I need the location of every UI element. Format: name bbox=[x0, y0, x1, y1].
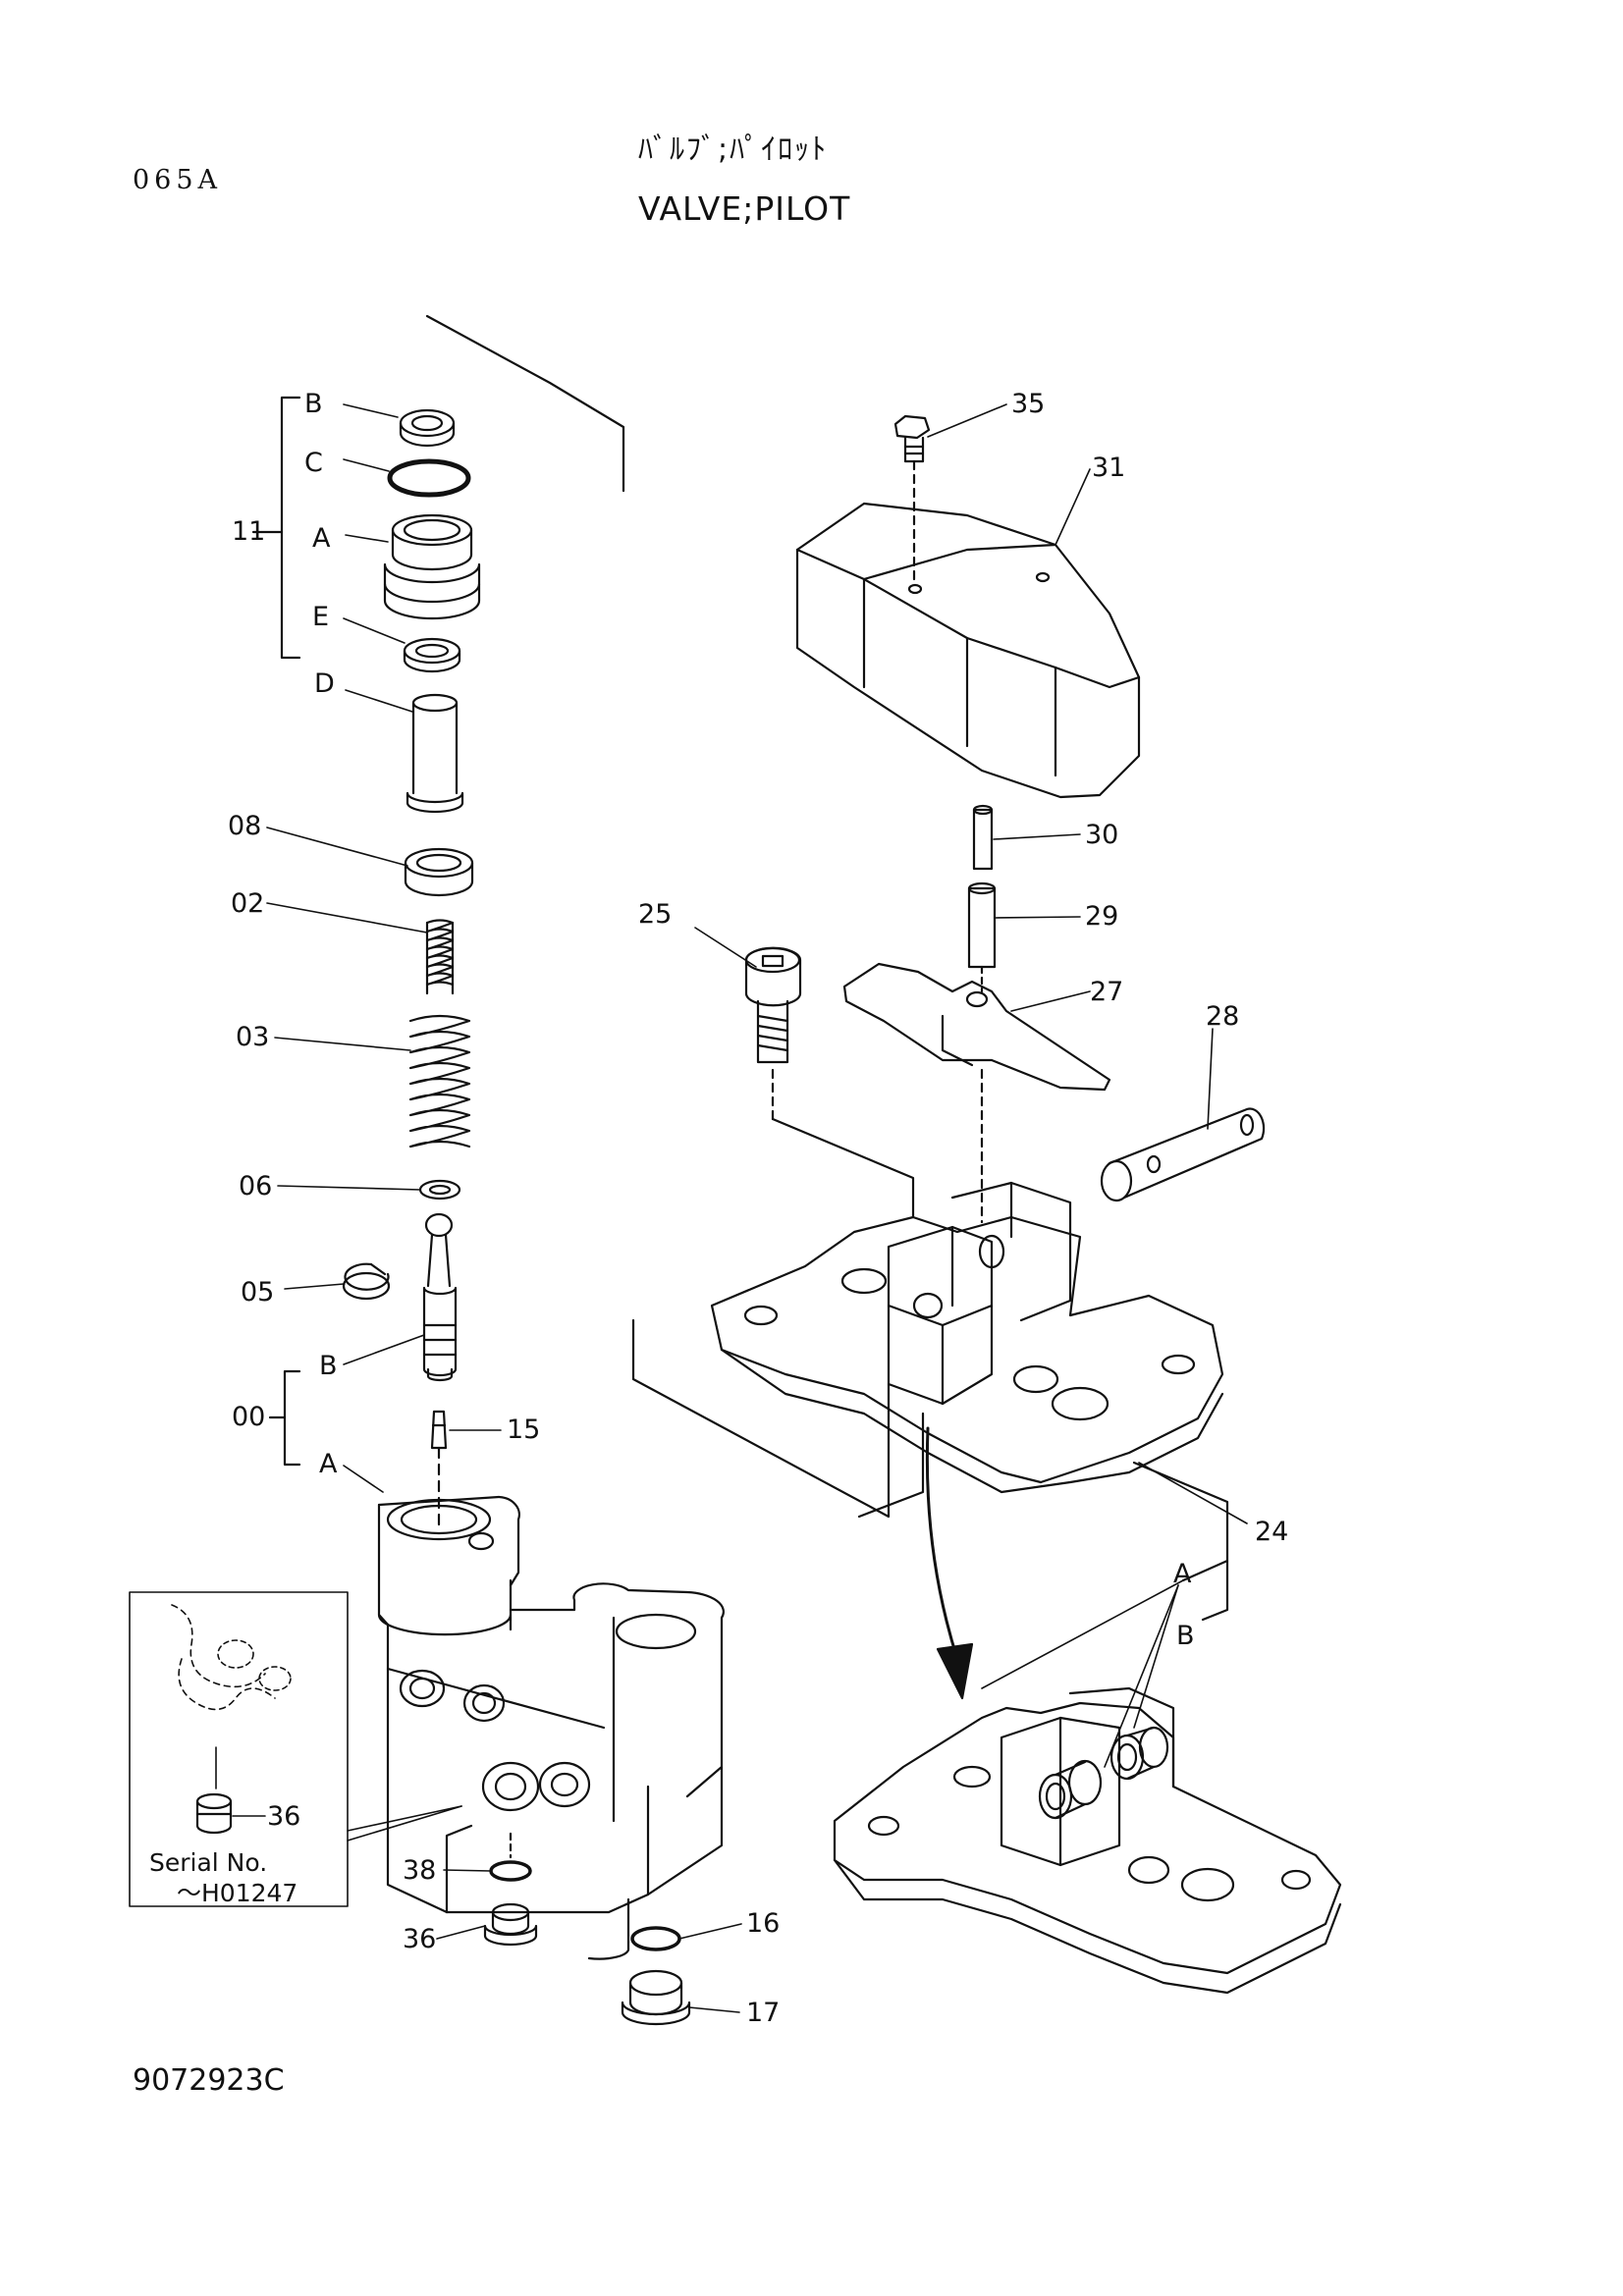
part-15-pin bbox=[430, 1410, 448, 1533]
callout-30: 30 bbox=[1085, 820, 1119, 850]
callout-25: 25 bbox=[638, 899, 673, 930]
right-assembly bbox=[631, 414, 1342, 1995]
part-06-washer bbox=[418, 1179, 461, 1201]
callout-b-ring: B bbox=[304, 389, 323, 419]
callout-24: 24 bbox=[1255, 1517, 1289, 1547]
part-00-b-spool bbox=[422, 1212, 458, 1382]
part-16-oring bbox=[630, 1926, 681, 1951]
part-11-a-sleeve bbox=[383, 513, 481, 620]
part-25-screw bbox=[744, 946, 802, 1121]
serial-label: Serial No. bbox=[149, 1848, 268, 1877]
callout-02: 02 bbox=[231, 888, 265, 919]
callout-31: 31 bbox=[1092, 453, 1126, 483]
callout-05: 05 bbox=[241, 1277, 275, 1308]
serial-inset-box bbox=[129, 1591, 349, 1907]
part-36-plug bbox=[483, 1902, 538, 1947]
callout-06: 06 bbox=[239, 1171, 273, 1201]
part-11-e-ring bbox=[403, 637, 461, 673]
callout-11-group: 11 bbox=[232, 516, 266, 547]
part-08-seat bbox=[404, 847, 474, 897]
callout-28: 28 bbox=[1206, 1001, 1240, 1032]
callout-leaders bbox=[232, 403, 1248, 2013]
callout-36: 36 bbox=[403, 1924, 437, 1954]
callout-e-ring: E bbox=[312, 602, 330, 632]
callout-b-spool: B bbox=[319, 1351, 338, 1381]
callout-b-fittings: B bbox=[1176, 1621, 1195, 1651]
callout-29: 29 bbox=[1085, 901, 1119, 932]
part-24-b-fittings bbox=[1038, 1726, 1169, 1820]
direction-arrow bbox=[925, 1426, 974, 1700]
part-28-shaft bbox=[1100, 1107, 1266, 1202]
callout-27: 27 bbox=[1090, 977, 1124, 1007]
part-36-plug-inset bbox=[195, 1792, 233, 1835]
part-24-base-plate bbox=[710, 1181, 1224, 1494]
part-17-plug bbox=[621, 1969, 691, 2026]
part-11-d-pusher bbox=[406, 693, 464, 814]
serial-value: ～H01247 bbox=[177, 1879, 298, 1908]
title-english: VALVE;PILOT bbox=[638, 189, 851, 228]
callout-03: 03 bbox=[236, 1022, 270, 1052]
serial-note: Serial No. ～H01247 bbox=[149, 1847, 298, 1909]
part-03-outer-spring bbox=[408, 1014, 471, 1148]
page-code: 065A bbox=[133, 165, 223, 195]
part-38-oring bbox=[489, 1832, 532, 1882]
callout-d-pusher: D bbox=[314, 668, 335, 699]
callout-00-group: 00 bbox=[232, 1402, 266, 1432]
title-japanese: ﾊﾞﾙﾌﾞ;ﾊﾟｲﾛｯﾄ bbox=[638, 133, 829, 167]
part-27-lever bbox=[842, 962, 1111, 1092]
callout-15: 15 bbox=[507, 1415, 541, 1445]
left-assembly bbox=[129, 314, 725, 2026]
callout-35: 35 bbox=[1011, 389, 1046, 419]
callout-17: 17 bbox=[746, 1998, 781, 2028]
callout-a-lower-plate: A bbox=[1173, 1559, 1192, 1589]
part-11-c-oring bbox=[387, 458, 471, 498]
part-11-b-ring bbox=[399, 408, 456, 448]
part-35-bolt bbox=[893, 414, 931, 581]
callout-a-sleeve: A bbox=[312, 523, 331, 554]
callout-36-inset: 36 bbox=[267, 1801, 301, 1832]
callout-38: 38 bbox=[403, 1855, 437, 1886]
part-02-inner-spring bbox=[425, 919, 455, 995]
part-24-a-lower-plate bbox=[833, 1686, 1342, 1995]
part-29-pin bbox=[967, 881, 997, 993]
part-05-clip bbox=[342, 1262, 391, 1301]
valve-body-casing bbox=[377, 1495, 725, 1960]
part-31-cover bbox=[795, 502, 1141, 799]
callout-c-oring: C bbox=[304, 448, 323, 478]
part-30-pin bbox=[972, 804, 994, 871]
callout-08: 08 bbox=[228, 811, 262, 841]
drawing-number: 9072923C bbox=[133, 2063, 285, 2098]
callout-16: 16 bbox=[746, 1908, 781, 1939]
callout-a-body: A bbox=[319, 1449, 338, 1479]
